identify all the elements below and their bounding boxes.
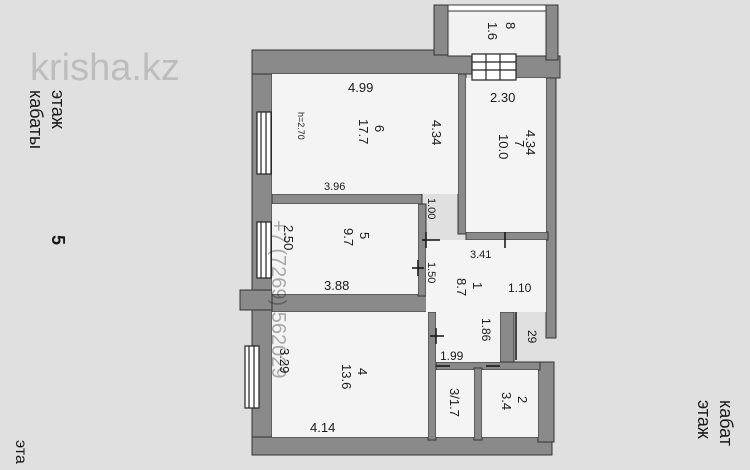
dim-341: 3.41 xyxy=(470,249,491,261)
margin-text-bottom-right: кабат xyxy=(716,400,736,446)
dimension-labels: 4.99 4.34 2.30 4.34 3.96 1.00 2.50 3.41 … xyxy=(277,80,539,435)
margin-text-top: кабаты xyxy=(26,90,46,149)
dim-110: 1.10 xyxy=(508,281,532,295)
ceiling-height: h=2.70 xyxy=(296,112,306,140)
room-1-corridor-area xyxy=(436,312,500,362)
room-7-area xyxy=(466,78,546,232)
windows xyxy=(244,111,272,409)
margin-text-group: кабаты этаж 5 xyxy=(26,90,68,245)
room-5-number: 5 xyxy=(357,232,372,239)
room-6-area: 17.7 xyxy=(356,119,371,144)
margin-text-bottom-left: эта xyxy=(12,440,29,464)
phone-overlay: +7 (7269) 562029 xyxy=(267,220,289,378)
balcony-room xyxy=(447,10,547,57)
room-2-number: 2 xyxy=(515,396,530,403)
dim-186: 1.86 xyxy=(479,318,493,342)
phone-number-overlay: +7 (7269) 562029 xyxy=(267,220,289,378)
dim-room6-length: 4.34 xyxy=(429,120,444,145)
room-labels: 8 1.6 6 17.7 h=2.70 7 10.0 5 9.7 1 8.7 4… xyxy=(296,22,530,417)
margin-floor-number: 5 xyxy=(48,235,68,245)
room-6-number: 6 xyxy=(372,125,387,132)
dim-199: 1.99 xyxy=(440,349,464,363)
dim-room5-width: 3.88 xyxy=(324,278,349,293)
room-8-area: 1.6 xyxy=(485,22,500,40)
room-5-area: 9.7 xyxy=(341,228,356,246)
watermark: krisha.kz xyxy=(30,47,180,89)
room-5-area xyxy=(272,204,418,294)
room-2-area xyxy=(482,370,538,437)
room-1-area xyxy=(426,240,546,312)
dim-room4-width: 4.14 xyxy=(310,420,335,435)
room-4-number: 4 xyxy=(355,368,370,375)
dim-29: 29 xyxy=(525,330,539,344)
room-3-label: 3/1.7 xyxy=(447,388,462,417)
dim-room7-width: 2.30 xyxy=(490,90,515,105)
room-1-area: 8.7 xyxy=(454,278,469,296)
room-3-area xyxy=(436,370,474,437)
margin-text-floor: этаж xyxy=(48,90,68,129)
room-4-area: 13.6 xyxy=(339,364,354,389)
dim-150: 1.50 xyxy=(425,262,437,283)
door-markers xyxy=(412,232,517,367)
margin-text-bottom-right-2: этаж xyxy=(694,400,714,439)
room-6-area xyxy=(272,74,458,194)
room-7-area: 10.0 xyxy=(496,134,511,159)
margin-text-bottom-left-group: эта xyxy=(12,440,29,464)
dim-room5-length: 2.50 xyxy=(281,225,296,250)
room-2-area: 3.4 xyxy=(499,392,514,410)
dim-room6-width: 4.99 xyxy=(348,80,373,95)
dim-room4-length: 3.29 xyxy=(277,348,292,373)
room-7-number: 7 xyxy=(512,140,527,147)
margin-text-right-group: кабат этаж xyxy=(694,400,736,446)
balcony-door xyxy=(471,53,517,81)
room-1-number: 1 xyxy=(470,282,485,289)
dim-100: 1.00 xyxy=(425,198,437,219)
dim-396: 3.96 xyxy=(324,181,345,193)
balcony-top-line xyxy=(447,4,547,12)
room-8-number: 8 xyxy=(503,22,518,29)
dim-room7-length: 4.34 xyxy=(523,130,538,155)
room-4-area xyxy=(272,312,428,437)
